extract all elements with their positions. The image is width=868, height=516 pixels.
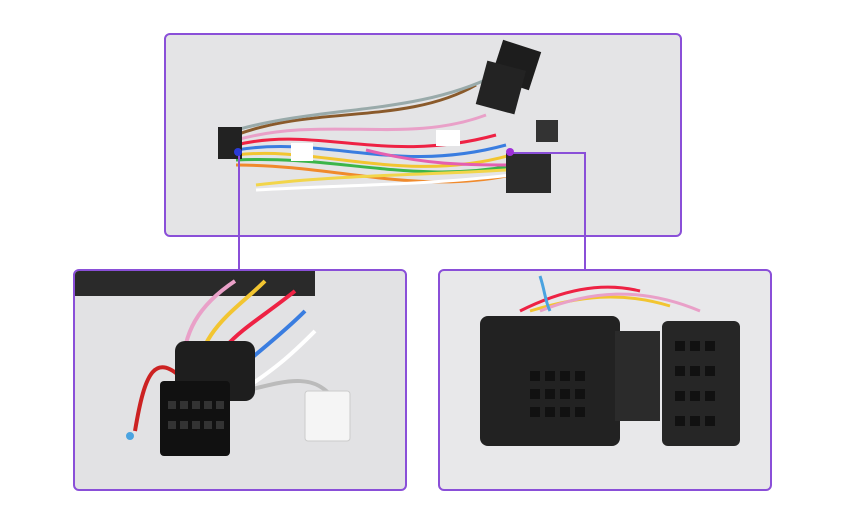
marker-dot-left	[234, 148, 242, 156]
connector-line-right-h	[510, 152, 586, 154]
harness-plug	[160, 381, 230, 456]
connector-line-left	[238, 152, 240, 270]
harness-illustration	[218, 39, 558, 193]
connector-line-right-v	[584, 152, 586, 270]
connector-right	[506, 153, 551, 193]
connector-closeup-illustration	[75, 271, 351, 456]
right-plug	[662, 321, 740, 446]
vehicle-plug-illustration	[480, 275, 740, 446]
connector-closeup-photo	[73, 269, 407, 491]
white-plug	[304, 390, 351, 442]
vehicle-plug-closeup-photo	[438, 269, 772, 491]
middle-plug	[615, 331, 660, 421]
harness-overview-photo	[164, 33, 682, 237]
marker-dot-right	[506, 148, 514, 156]
